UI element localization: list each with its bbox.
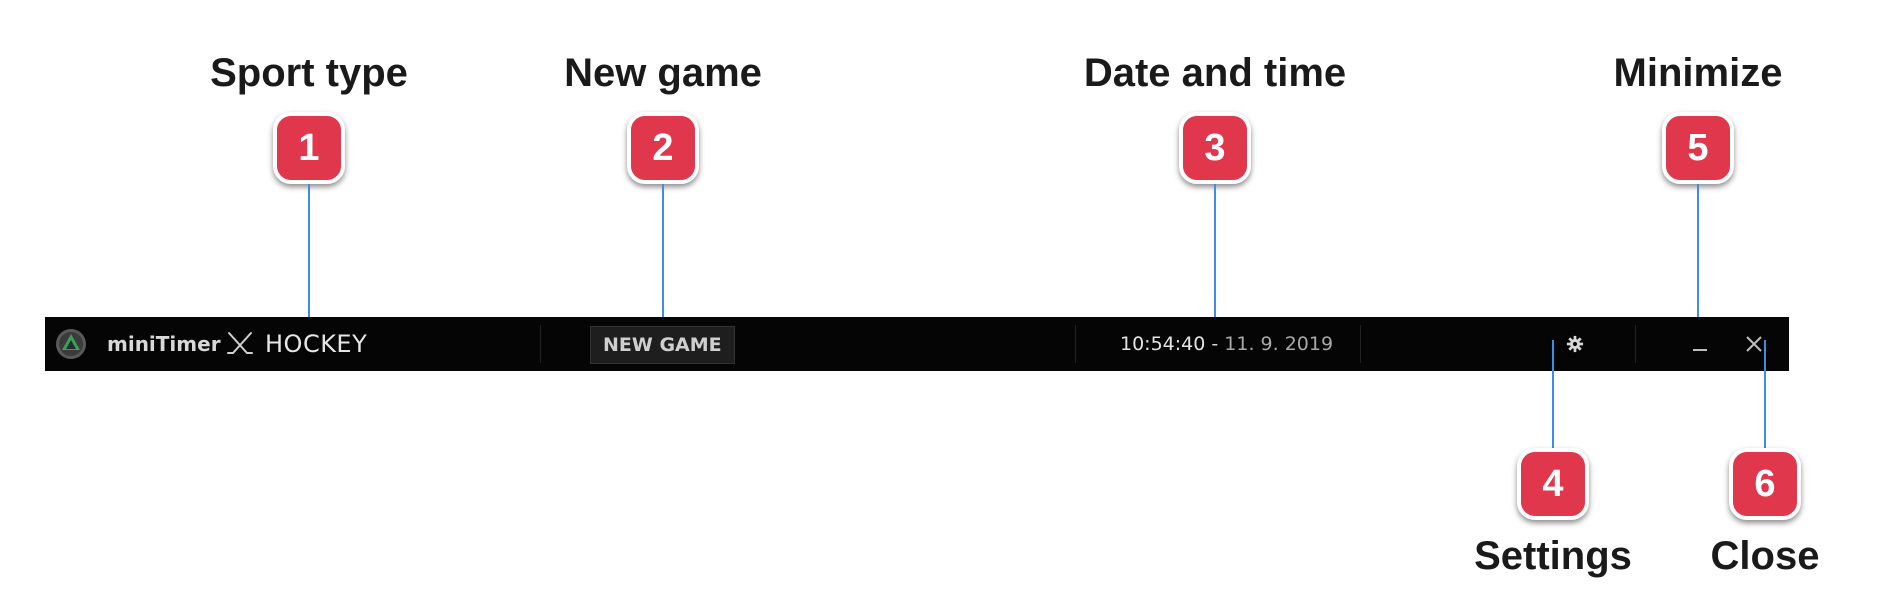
callout-title-sport-type: Sport type [210,51,408,95]
date-time-display: 10:54:40 - 11. 9. 2019 [1120,317,1333,371]
callout-leader-6 [1764,340,1766,452]
separator [1635,325,1636,363]
app-logo-icon [55,317,87,371]
separator [1075,325,1076,363]
sport-type-label[interactable]: HOCKEY [265,330,368,358]
time-value: 10:54:40 [1120,333,1206,355]
close-icon[interactable] [1737,317,1771,371]
callout-title-settings: Settings [1474,534,1632,578]
callout-title-new-game: New game [564,51,762,95]
minimize-icon[interactable] [1685,317,1715,371]
separator [540,325,541,363]
callout-badge-3: 3 [1179,112,1251,184]
new-game-button[interactable]: NEW GAME [590,326,735,364]
callout-leader-1 [308,184,310,332]
app-titlebar: miniTimer HOCKEY NEW GAME 10:54:40 - 11.… [45,317,1789,371]
callout-badge-2: 2 [627,112,699,184]
callout-leader-4 [1552,340,1554,452]
gear-icon[interactable] [1555,317,1595,371]
callout-leader-3 [1214,184,1216,332]
callout-badge-6: 6 [1729,448,1801,520]
hockey-sticks-icon[interactable] [225,317,255,371]
app-name: miniTimer [107,332,221,356]
callout-title-close: Close [1710,534,1820,578]
callout-badge-4: 4 [1517,448,1589,520]
callout-leader-5 [1697,184,1699,332]
callout-title-date-and-time: Date and time [1083,51,1347,95]
callout-title-minimize: Minimize [1613,51,1783,95]
date-value: 11. 9. 2019 [1224,333,1334,355]
callout-badge-1: 1 [273,112,345,184]
date-time-separator: - [1205,333,1225,355]
callout-leader-2 [662,184,664,332]
separator [1360,325,1361,363]
callout-badge-5: 5 [1662,112,1734,184]
